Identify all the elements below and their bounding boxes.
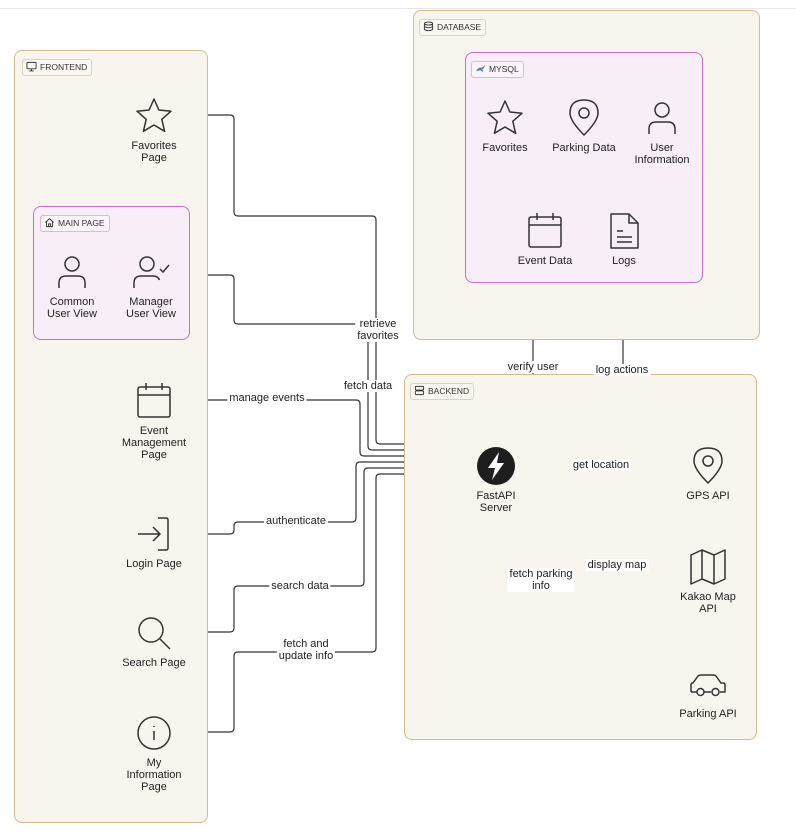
common-user-view-label-1: Common: [49, 296, 95, 308]
fastapi-bolt-icon: [477, 447, 515, 485]
manager-user-view-label-1: Manager: [129, 296, 173, 308]
event-data-node[interactable]: Event Data: [509, 211, 581, 267]
search-page-label: Search Page: [122, 657, 186, 669]
favorites-table-node[interactable]: Favorites: [470, 98, 540, 154]
login-page-label: Login Page: [126, 558, 182, 570]
top-divider: [0, 8, 796, 9]
frontend-label: FRONTEND: [40, 62, 88, 72]
parking-data-label: Parking Data: [552, 142, 616, 154]
user-icon: [648, 102, 676, 134]
event-management-label-3: Page: [141, 449, 167, 461]
search-icon: [138, 617, 171, 650]
fastapi-label-1: FastAPI: [476, 490, 516, 502]
login-icon: [138, 517, 169, 551]
mysql-tag: MYSQL: [471, 61, 524, 78]
backend-label: BACKEND: [428, 386, 470, 396]
file-text-icon: [610, 213, 639, 249]
my-information-label-3: Page: [141, 781, 167, 793]
common-user-view-label-2: User View: [47, 308, 97, 320]
favorites-page-label-1: Favorites: [131, 140, 177, 152]
edge-label-verify-user: verify user: [505, 361, 561, 373]
edge-favorites: [176, 114, 474, 444]
backend-group: BACKEND: [404, 374, 757, 740]
edge-label-retrieve-favorites: retrieve favorites: [355, 318, 401, 342]
fastapi-server-node[interactable]: FastAPI Server: [466, 446, 526, 514]
search-page-node[interactable]: Search Page: [112, 613, 196, 669]
edge-event-management: [174, 399, 474, 456]
kakao-map-api-node[interactable]: Kakao Map API: [670, 547, 746, 615]
calendar-icon: [137, 383, 171, 418]
car-icon: [690, 674, 726, 697]
star-icon: [487, 100, 523, 135]
my-information-page-node[interactable]: My Information Page: [112, 713, 196, 793]
edge-label-authenticate: authenticate: [264, 515, 328, 527]
monitor-icon: [26, 61, 37, 72]
gps-api-node[interactable]: GPS API: [672, 446, 744, 502]
kakao-map-api-label-2: API: [699, 603, 717, 615]
edge-label-fetch-and-update-info: fetch and update info: [276, 638, 336, 662]
manager-user-view-label-2: User View: [126, 308, 176, 320]
edge-main-page: [190, 274, 474, 450]
event-management-label-2: Management: [121, 437, 187, 449]
frontend-tag: FRONTEND: [22, 59, 93, 76]
my-information-label-2: Information: [126, 769, 182, 781]
event-management-label-1: Event: [139, 425, 169, 437]
parking-api-label: Parking API: [679, 708, 737, 720]
map-pin-icon: [693, 447, 723, 485]
logs-label: Logs: [612, 255, 636, 267]
login-page-node[interactable]: Login Page: [113, 514, 195, 570]
edge-label-get-location: get location: [570, 459, 632, 471]
user-icon: [58, 256, 86, 288]
server-icon: [414, 385, 425, 396]
backend-tag: BACKEND: [410, 383, 475, 400]
user-information-label-1: User: [650, 142, 674, 154]
info-icon: [137, 716, 171, 750]
database-tag: DATABASE: [419, 19, 487, 36]
frontend-group: FRONTEND: [14, 50, 208, 823]
map-pin-icon: [569, 99, 599, 137]
edge-label-display-map: display map: [585, 559, 649, 571]
mysql-group: MYSQL: [465, 52, 703, 283]
mysql-label: MYSQL: [489, 64, 519, 74]
my-information-label-1: My: [146, 757, 162, 769]
home-icon: [45, 218, 54, 228]
edge-label-fetch-data: fetch data: [341, 380, 395, 392]
main-page-tag: MAIN PAGE: [40, 215, 110, 232]
fastapi-label-2: Server: [479, 502, 513, 514]
database-label: DATABASE: [437, 22, 482, 32]
edge-label-manage-events: manage events: [227, 392, 307, 404]
parking-api-node[interactable]: Parking API: [668, 664, 748, 720]
event-management-page-node[interactable]: Event Management Page: [108, 381, 200, 461]
gps-api-label: GPS API: [686, 490, 730, 502]
logs-node[interactable]: Logs: [594, 211, 654, 267]
calendar-icon: [528, 213, 562, 248]
favorites-page-label-2: Page: [141, 152, 167, 164]
event-data-label: Event Data: [517, 255, 573, 267]
favorites-page-node[interactable]: Favorites Page: [114, 96, 194, 164]
edge-label-log-actions: log actions: [593, 364, 651, 376]
manager-user-view-node[interactable]: Manager User View: [116, 252, 186, 320]
edge-label-search-data: search data: [269, 580, 331, 592]
user-information-label-2: Information: [634, 154, 690, 166]
map-icon: [690, 549, 726, 585]
kakao-map-api-label-1: Kakao Map: [680, 591, 736, 603]
common-user-view-node[interactable]: Common User View: [37, 252, 107, 320]
database-icon: [423, 21, 434, 32]
parking-data-node[interactable]: Parking Data: [545, 98, 623, 154]
user-check-icon: [133, 256, 170, 288]
user-information-node[interactable]: User Information: [627, 98, 697, 166]
main-page-group[interactable]: MAIN PAGE: [33, 206, 190, 340]
star-icon: [136, 98, 172, 133]
favorites-table-label: Favorites: [482, 142, 528, 154]
mysql-dolphin-icon: [475, 64, 486, 73]
main-page-label: MAIN PAGE: [58, 218, 105, 228]
edge-label-fetch-parking-info: fetch parking info: [507, 568, 575, 592]
